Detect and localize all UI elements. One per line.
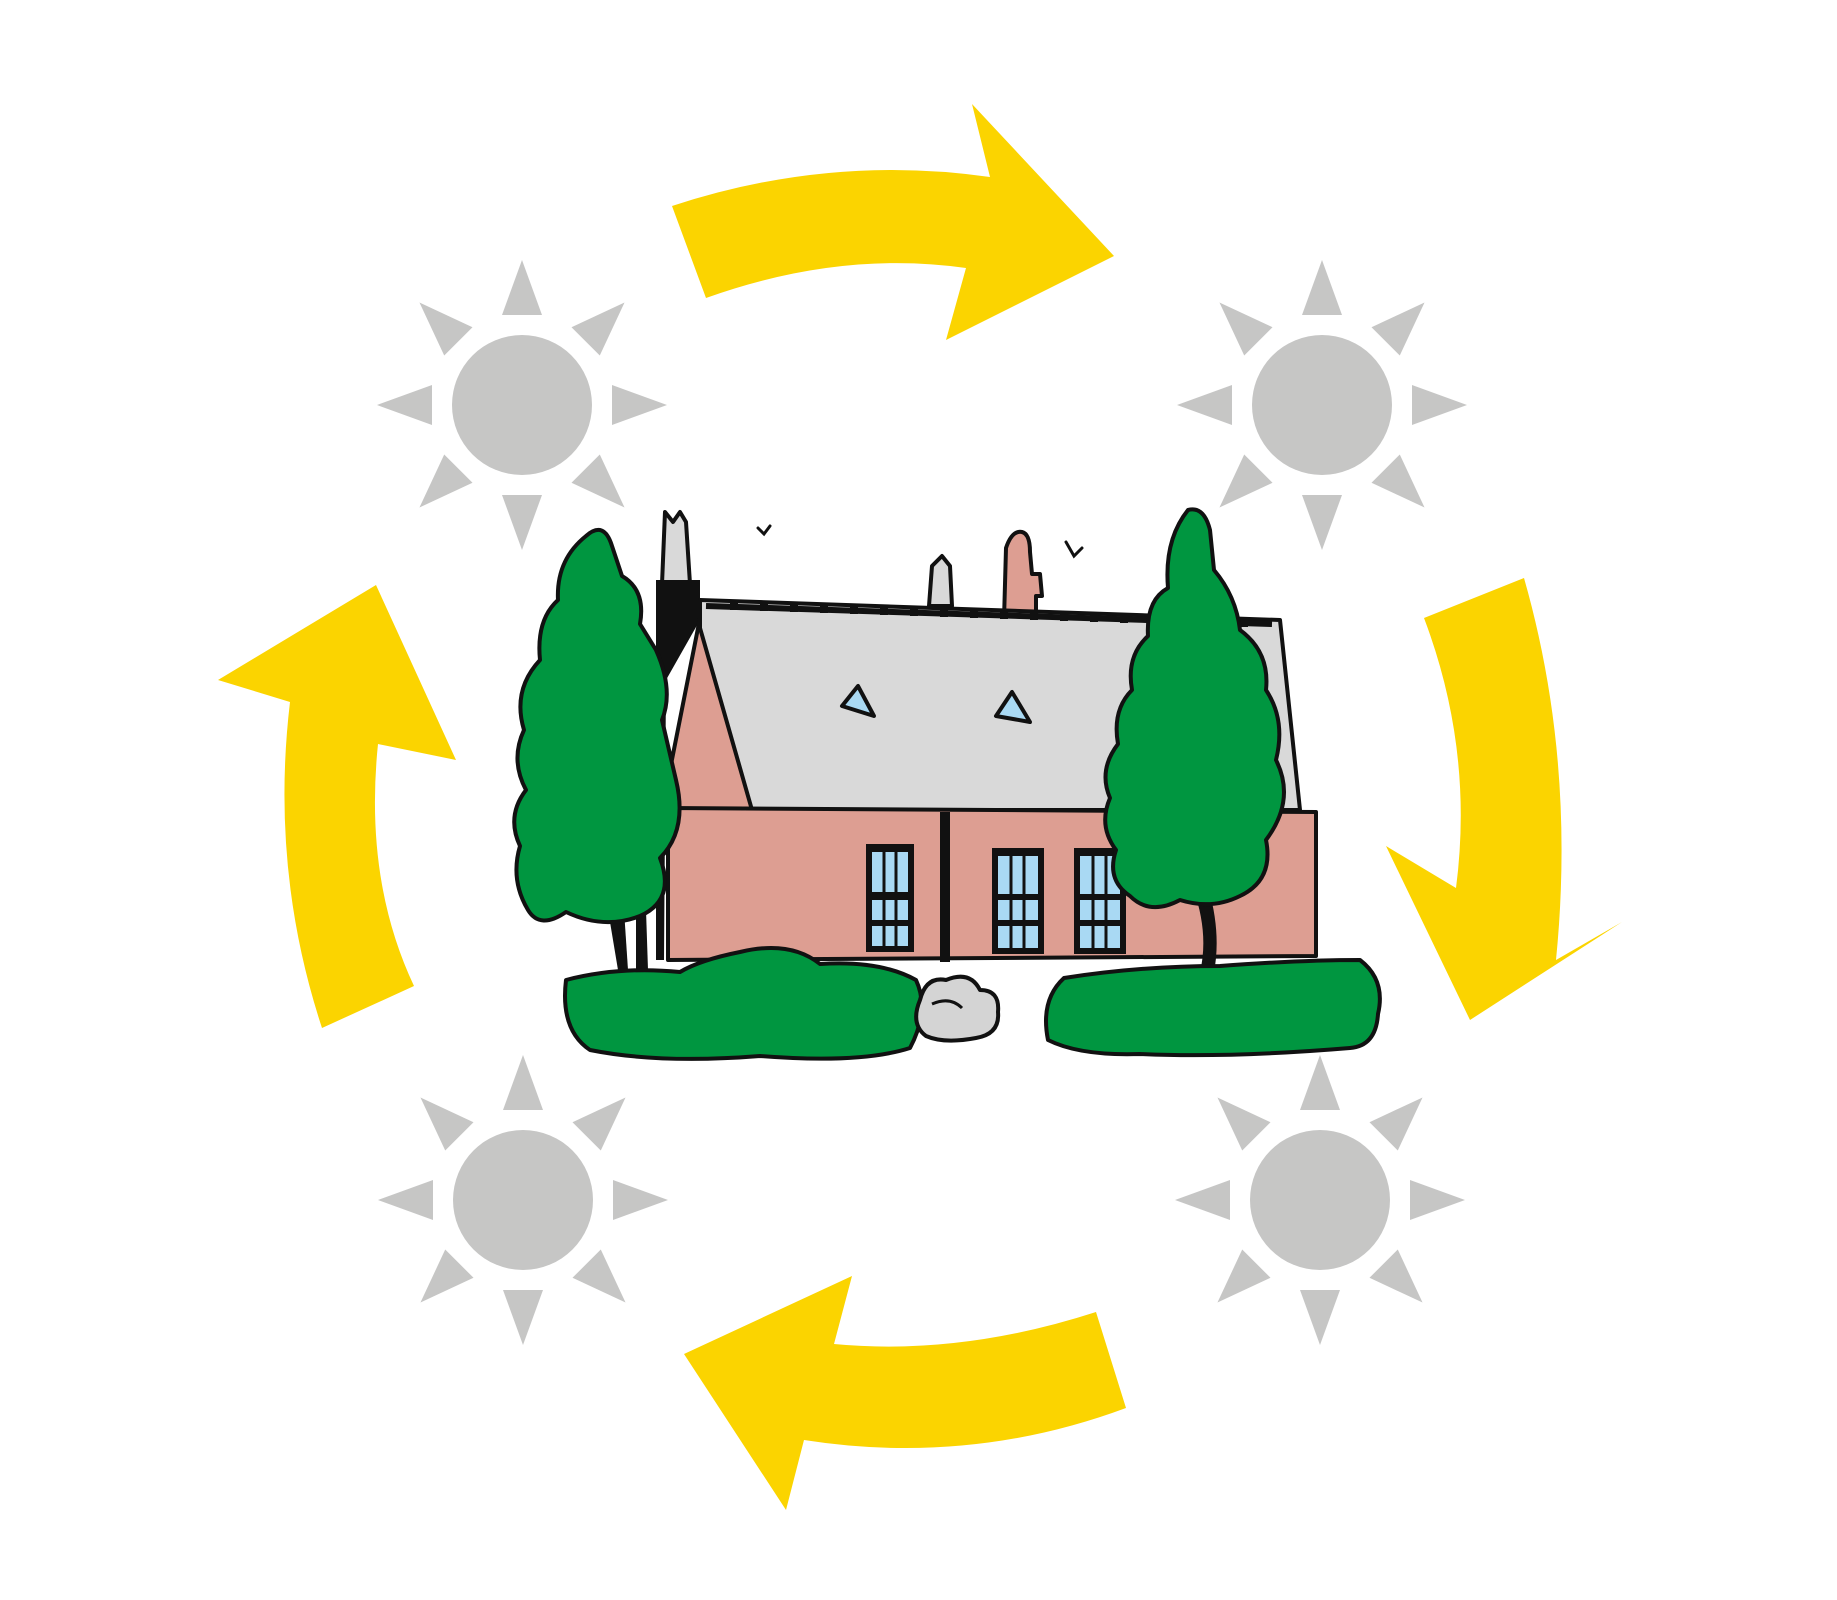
- window-icon: [866, 844, 914, 952]
- sun-top-left-icon: [377, 260, 667, 550]
- tree-right-icon: [1103, 507, 1286, 972]
- arrow-top-icon: [672, 104, 1114, 340]
- bird-icon: [756, 524, 772, 537]
- arrow-left-icon: [218, 585, 456, 1028]
- arrow-bottom-icon: [684, 1276, 1126, 1510]
- sun-bottom-right-icon: [1175, 1055, 1465, 1345]
- sun-top-right-icon: [1177, 260, 1467, 550]
- arrow-right-icon: [1386, 578, 1622, 1020]
- house-icon: [512, 507, 1382, 1061]
- window-icon: [992, 848, 1044, 954]
- tree-left-icon: [512, 527, 682, 970]
- skylight-icon: [994, 690, 1032, 724]
- hedge-right-icon: [1044, 958, 1382, 1058]
- stones-icon: [914, 974, 1001, 1043]
- sun-bottom-left-icon: [378, 1055, 668, 1345]
- skylight-icon: [840, 684, 876, 718]
- bird-icon: [1064, 540, 1084, 559]
